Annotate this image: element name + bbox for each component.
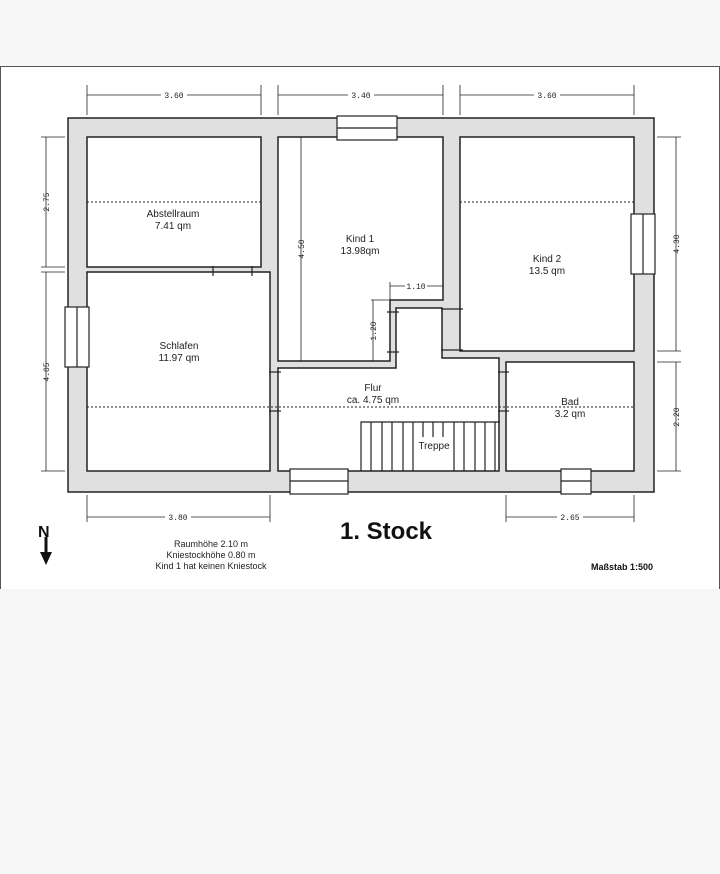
- dim-bottom-right: 2.65: [560, 514, 579, 523]
- dim-kind1-notch-width: 1.10: [406, 283, 425, 292]
- plan-title: 1. Stock: [340, 518, 433, 545]
- area-kind2: 13.5 qm: [529, 266, 565, 277]
- kniestock-lines: [87, 201, 634, 408]
- dim-left-upper: 2.75: [43, 192, 52, 211]
- dim-right-lower: 2.20: [673, 407, 682, 426]
- label-flur: Flur: [364, 383, 382, 394]
- dim-left-lower: 4.05: [43, 362, 52, 381]
- scale-label: Maßstab 1:500: [591, 562, 653, 572]
- room-abstellraum: [86, 136, 262, 268]
- area-abstellraum: 7.41 qm: [155, 221, 191, 232]
- dim-kind1-height: 4.50: [298, 239, 307, 258]
- room-flur: [277, 307, 500, 472]
- dim-top-right: 3.60: [537, 92, 556, 101]
- dimension-lines: [41, 85, 681, 522]
- area-flur: ca. 4.75 qm: [347, 395, 399, 406]
- door-marks: [212, 266, 509, 412]
- note-kind1: Kind 1 hat keinen Kniestock: [155, 561, 267, 571]
- area-kind1: 13.98qm: [341, 246, 380, 257]
- room-labels: Abstellraum 7.41 qm Kind 1 13.98qm Kind …: [147, 209, 586, 452]
- room-schlafen: [86, 271, 271, 472]
- note-kniestockhoehe: Kniestockhöhe 0.80 m: [166, 550, 255, 560]
- windows: [64, 115, 656, 495]
- dim-top-mid: 3.40: [351, 92, 370, 101]
- dim-kind1-notch-height: 1.20: [370, 321, 379, 340]
- label-kind1: Kind 1: [346, 234, 375, 245]
- floor-plan-sheet: 3.60 3.40 3.60 2.75 4.05 4.30 2.20 4.50 …: [0, 66, 720, 589]
- floor-plan: 3.60 3.40 3.60 2.75 4.05 4.30 2.20 4.50 …: [38, 85, 682, 572]
- room-kind2: [459, 136, 635, 352]
- north-arrow-icon: N: [38, 524, 52, 565]
- label-kind2: Kind 2: [533, 254, 562, 265]
- label-treppe: Treppe: [418, 441, 450, 452]
- dim-bottom-left: 3.80: [168, 514, 187, 523]
- dim-right-upper: 4.30: [673, 234, 682, 253]
- room-bad: [505, 361, 635, 472]
- dim-top-left: 3.60: [164, 92, 183, 101]
- label-schlafen: Schlafen: [160, 341, 199, 352]
- area-schlafen: 11.97 qm: [159, 353, 200, 364]
- label-abstellraum: Abstellraum: [147, 209, 200, 220]
- note-raumhoehe: Raumhöhe 2.10 m: [174, 539, 248, 549]
- stairs: [360, 421, 500, 471]
- area-bad: 3.2 qm: [555, 409, 586, 420]
- label-bad: Bad: [561, 397, 579, 408]
- svg-text:N: N: [38, 524, 50, 541]
